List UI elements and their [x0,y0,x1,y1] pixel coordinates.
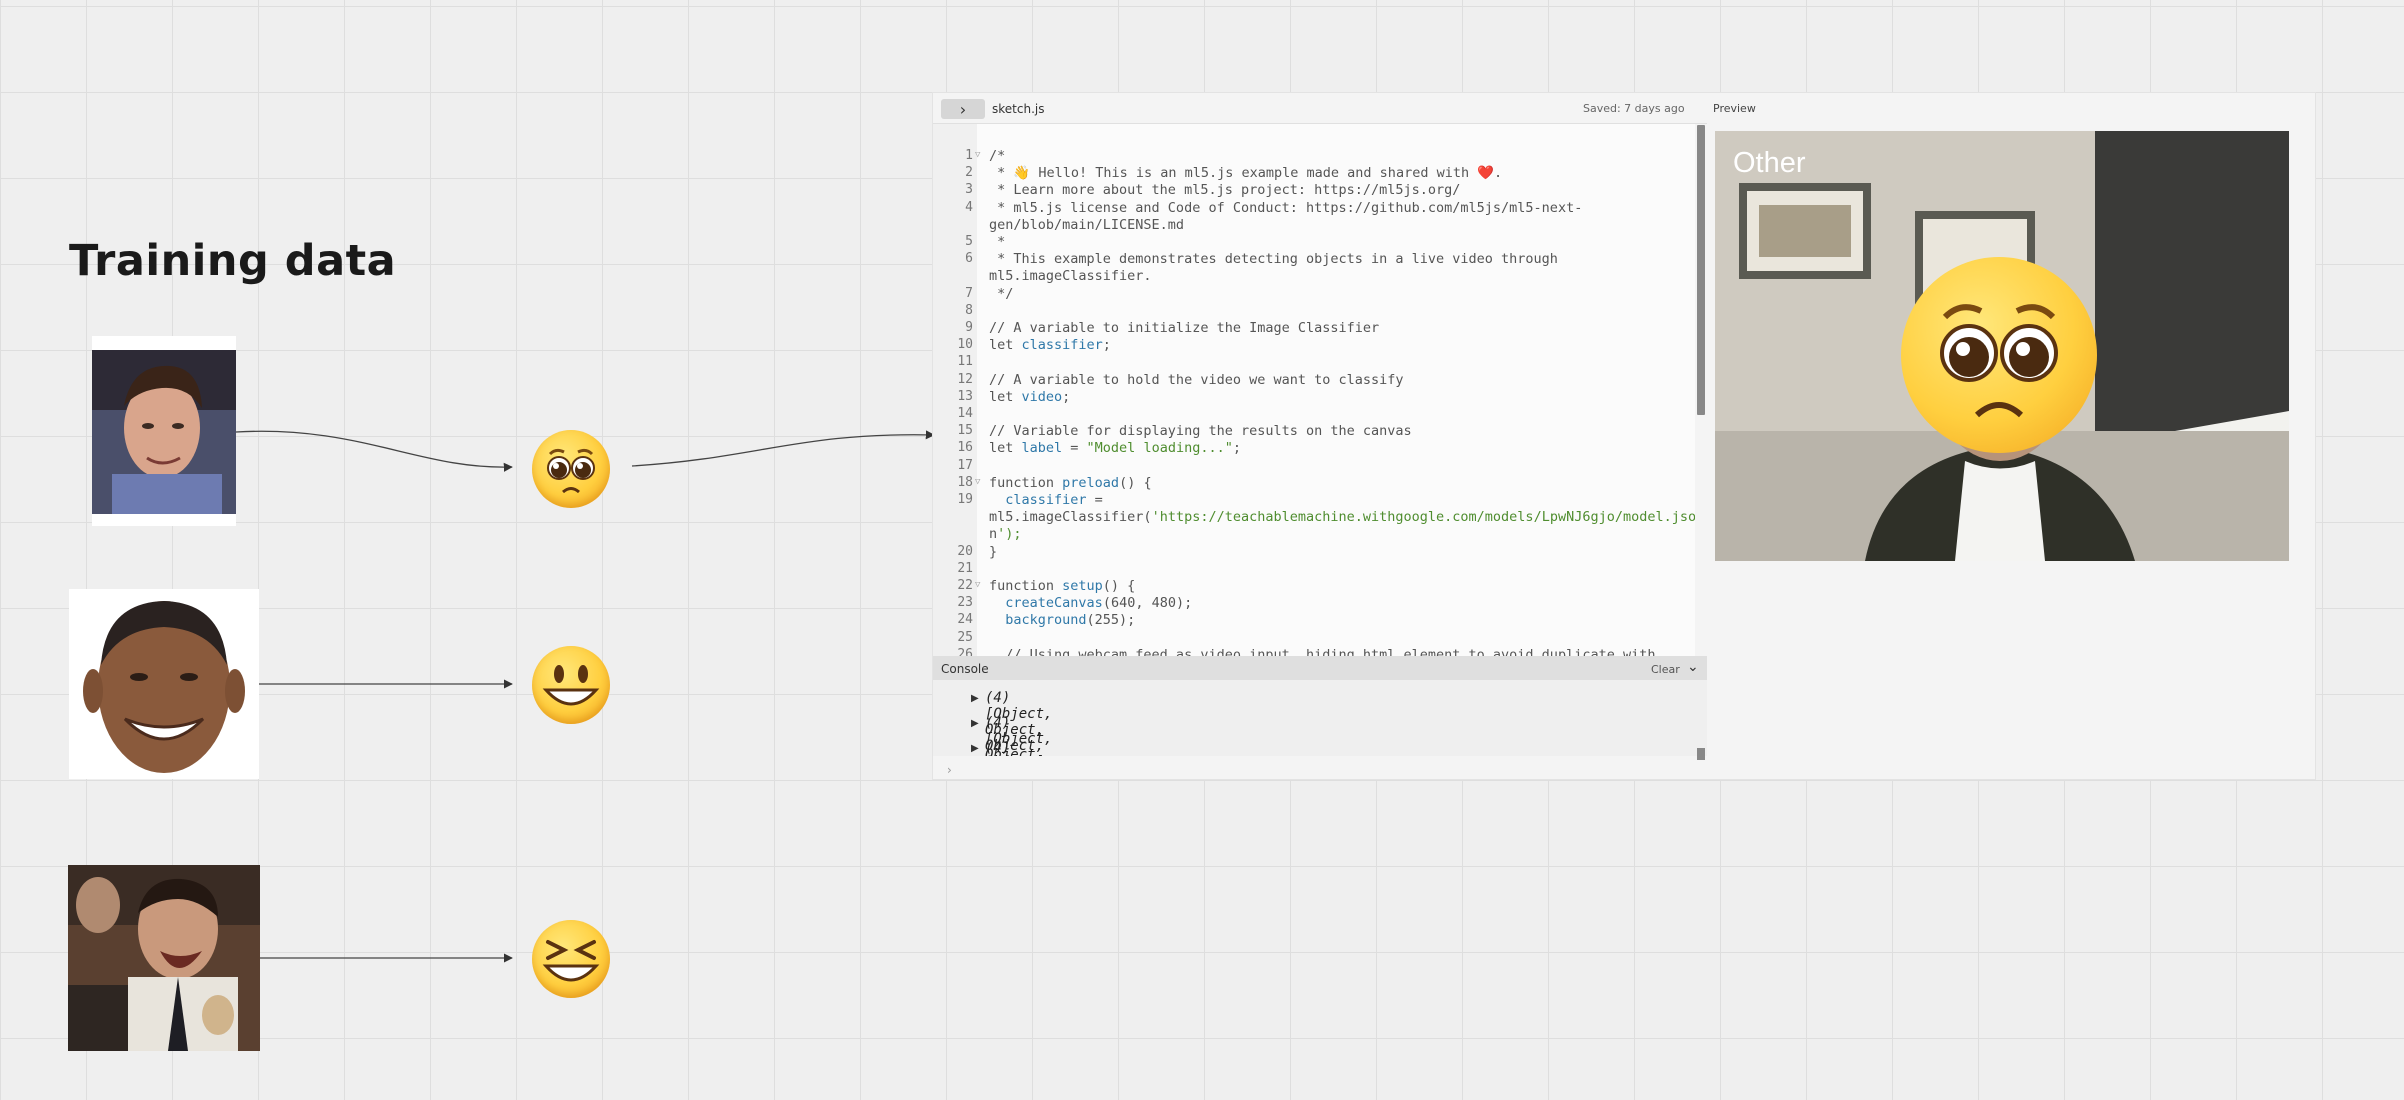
code-text: /* [989,148,1006,164]
line-number: 8 [965,302,973,318]
training-data-heading: Training data [69,236,397,286]
fold-toggle-icon[interactable]: ▽ [975,150,981,160]
code-text: function preload() { [989,474,1152,491]
console-label: Console [941,662,989,676]
line-number: 18 [957,474,973,490]
code-editor[interactable]: 1▽/*2 * 👋 Hello! This is an ml5.js examp… [933,124,1695,746]
code-text: createCanvas(640, 480); [1005,595,1193,612]
line-number: 1 [965,148,973,163]
line-number: 14 [957,406,973,421]
code-text: ml5.imageClassifier. [989,268,1152,285]
line-number: 3 [965,182,973,198]
code-text: * [989,234,1006,250]
pleading-face-overlay-icon [1901,257,2097,453]
fold-toggle-icon[interactable]: ▽ [975,580,981,590]
line-number: 23 [957,595,973,611]
line-number: 16 [957,440,973,456]
expand-triangle-icon[interactable]: ▶ [971,718,979,729]
line-number: 24 [957,612,973,628]
line-number: 17 [957,457,973,473]
code-text: * This example demonstrates detecting ob… [989,251,1558,268]
console-clear-button[interactable]: Clear [1651,663,1680,676]
code-text: background(255); [1005,612,1136,629]
expand-triangle-icon[interactable]: ▶ [971,743,979,754]
console-header: Console Clear ⌄ [933,656,1707,680]
line-number: 15 [957,423,973,439]
line-number: 21 [957,560,973,576]
line-number: 10 [957,337,973,353]
arrow-1 [235,430,513,472]
code-text: // A variable to initialize the Image Cl… [989,320,1380,336]
console-output: ▶(4) [Object, Object, Object, Object]▶(4… [933,680,1707,756]
code-text: // A variable to hold the video we want … [989,371,1404,388]
line-number: 4 [965,199,973,215]
console-prompt[interactable]: › [947,763,952,777]
code-text: * ml5.js license and Code of Conduct: ht… [989,199,1583,216]
expand-triangle-icon[interactable]: ▶ [971,693,979,704]
code-text: gen/blob/main/LICENSE.md [989,216,1185,233]
line-number: 25 [957,629,973,645]
arrow-preview [631,430,935,467]
line-number-gutter [933,124,977,746]
code-text: classifier = [1005,492,1103,508]
training-photo-crying [92,336,236,526]
code-scrollbar[interactable] [1697,125,1705,415]
code-text: function setup() { [989,578,1136,594]
code-text: let label = "Model loading..."; [989,440,1241,457]
code-text: let video; [989,388,1071,405]
p5-editor-window: › sketch.js Saved: 7 days ago Preview 1▽… [932,92,2316,780]
grinning-face-emoji-icon [532,646,610,724]
code-text: } [989,543,998,560]
code-text: // Variable for displaying the results o… [989,423,1412,440]
laughing-squinting-face-emoji-icon [532,920,610,998]
file-name[interactable]: sketch.js [992,102,1045,116]
saved-status: Saved: 7 days ago [1583,102,1685,115]
line-number: 9 [965,320,973,335]
code-text: * 👋 Hello! This is an ml5.js example mad… [989,165,1503,182]
code-text: ml5.imageClassifier('https://teachablema… [989,509,1695,526]
code-text: n'); [989,526,1022,543]
line-number: 2 [965,165,973,181]
line-number: 22 [957,578,973,593]
code-text: */ [989,285,1014,302]
line-number: 19 [957,492,973,507]
line-number: 5 [965,234,973,249]
console-log-text: (4) [Object, Object, Object, Object] [985,690,1053,756]
line-number: 7 [965,285,973,301]
line-number: 12 [957,371,973,387]
code-text: * Learn more about the ml5.js project: h… [989,182,1461,199]
prediction-label: Other [1733,147,1806,179]
preview-canvas: Other [1715,131,2289,561]
preview-label: Preview [1713,102,1756,115]
console-log-text: (4) [Object, Object, Object, Object] [985,715,1053,756]
line-number: 20 [957,543,973,559]
training-photo-laughing [68,865,260,1051]
line-number: 13 [957,388,973,404]
fold-toggle-icon[interactable]: ▽ [975,476,981,487]
console-scrollbar[interactable] [1697,748,1705,760]
editor-toolbar: › sketch.js Saved: 7 days ago [933,93,1707,124]
sidebar-toggle-button[interactable]: › [941,99,985,119]
chevron-right-icon: › [959,99,967,119]
training-photo-smiling [69,589,259,779]
chevron-down-icon[interactable]: ⌄ [1687,659,1699,675]
line-number: 11 [957,354,973,370]
pleading-face-emoji-icon [532,430,610,508]
code-text: let classifier; [989,337,1111,354]
console-log-text: (4) [Object, Object, Object, Object] [985,740,1011,756]
line-number: 6 [965,251,973,267]
